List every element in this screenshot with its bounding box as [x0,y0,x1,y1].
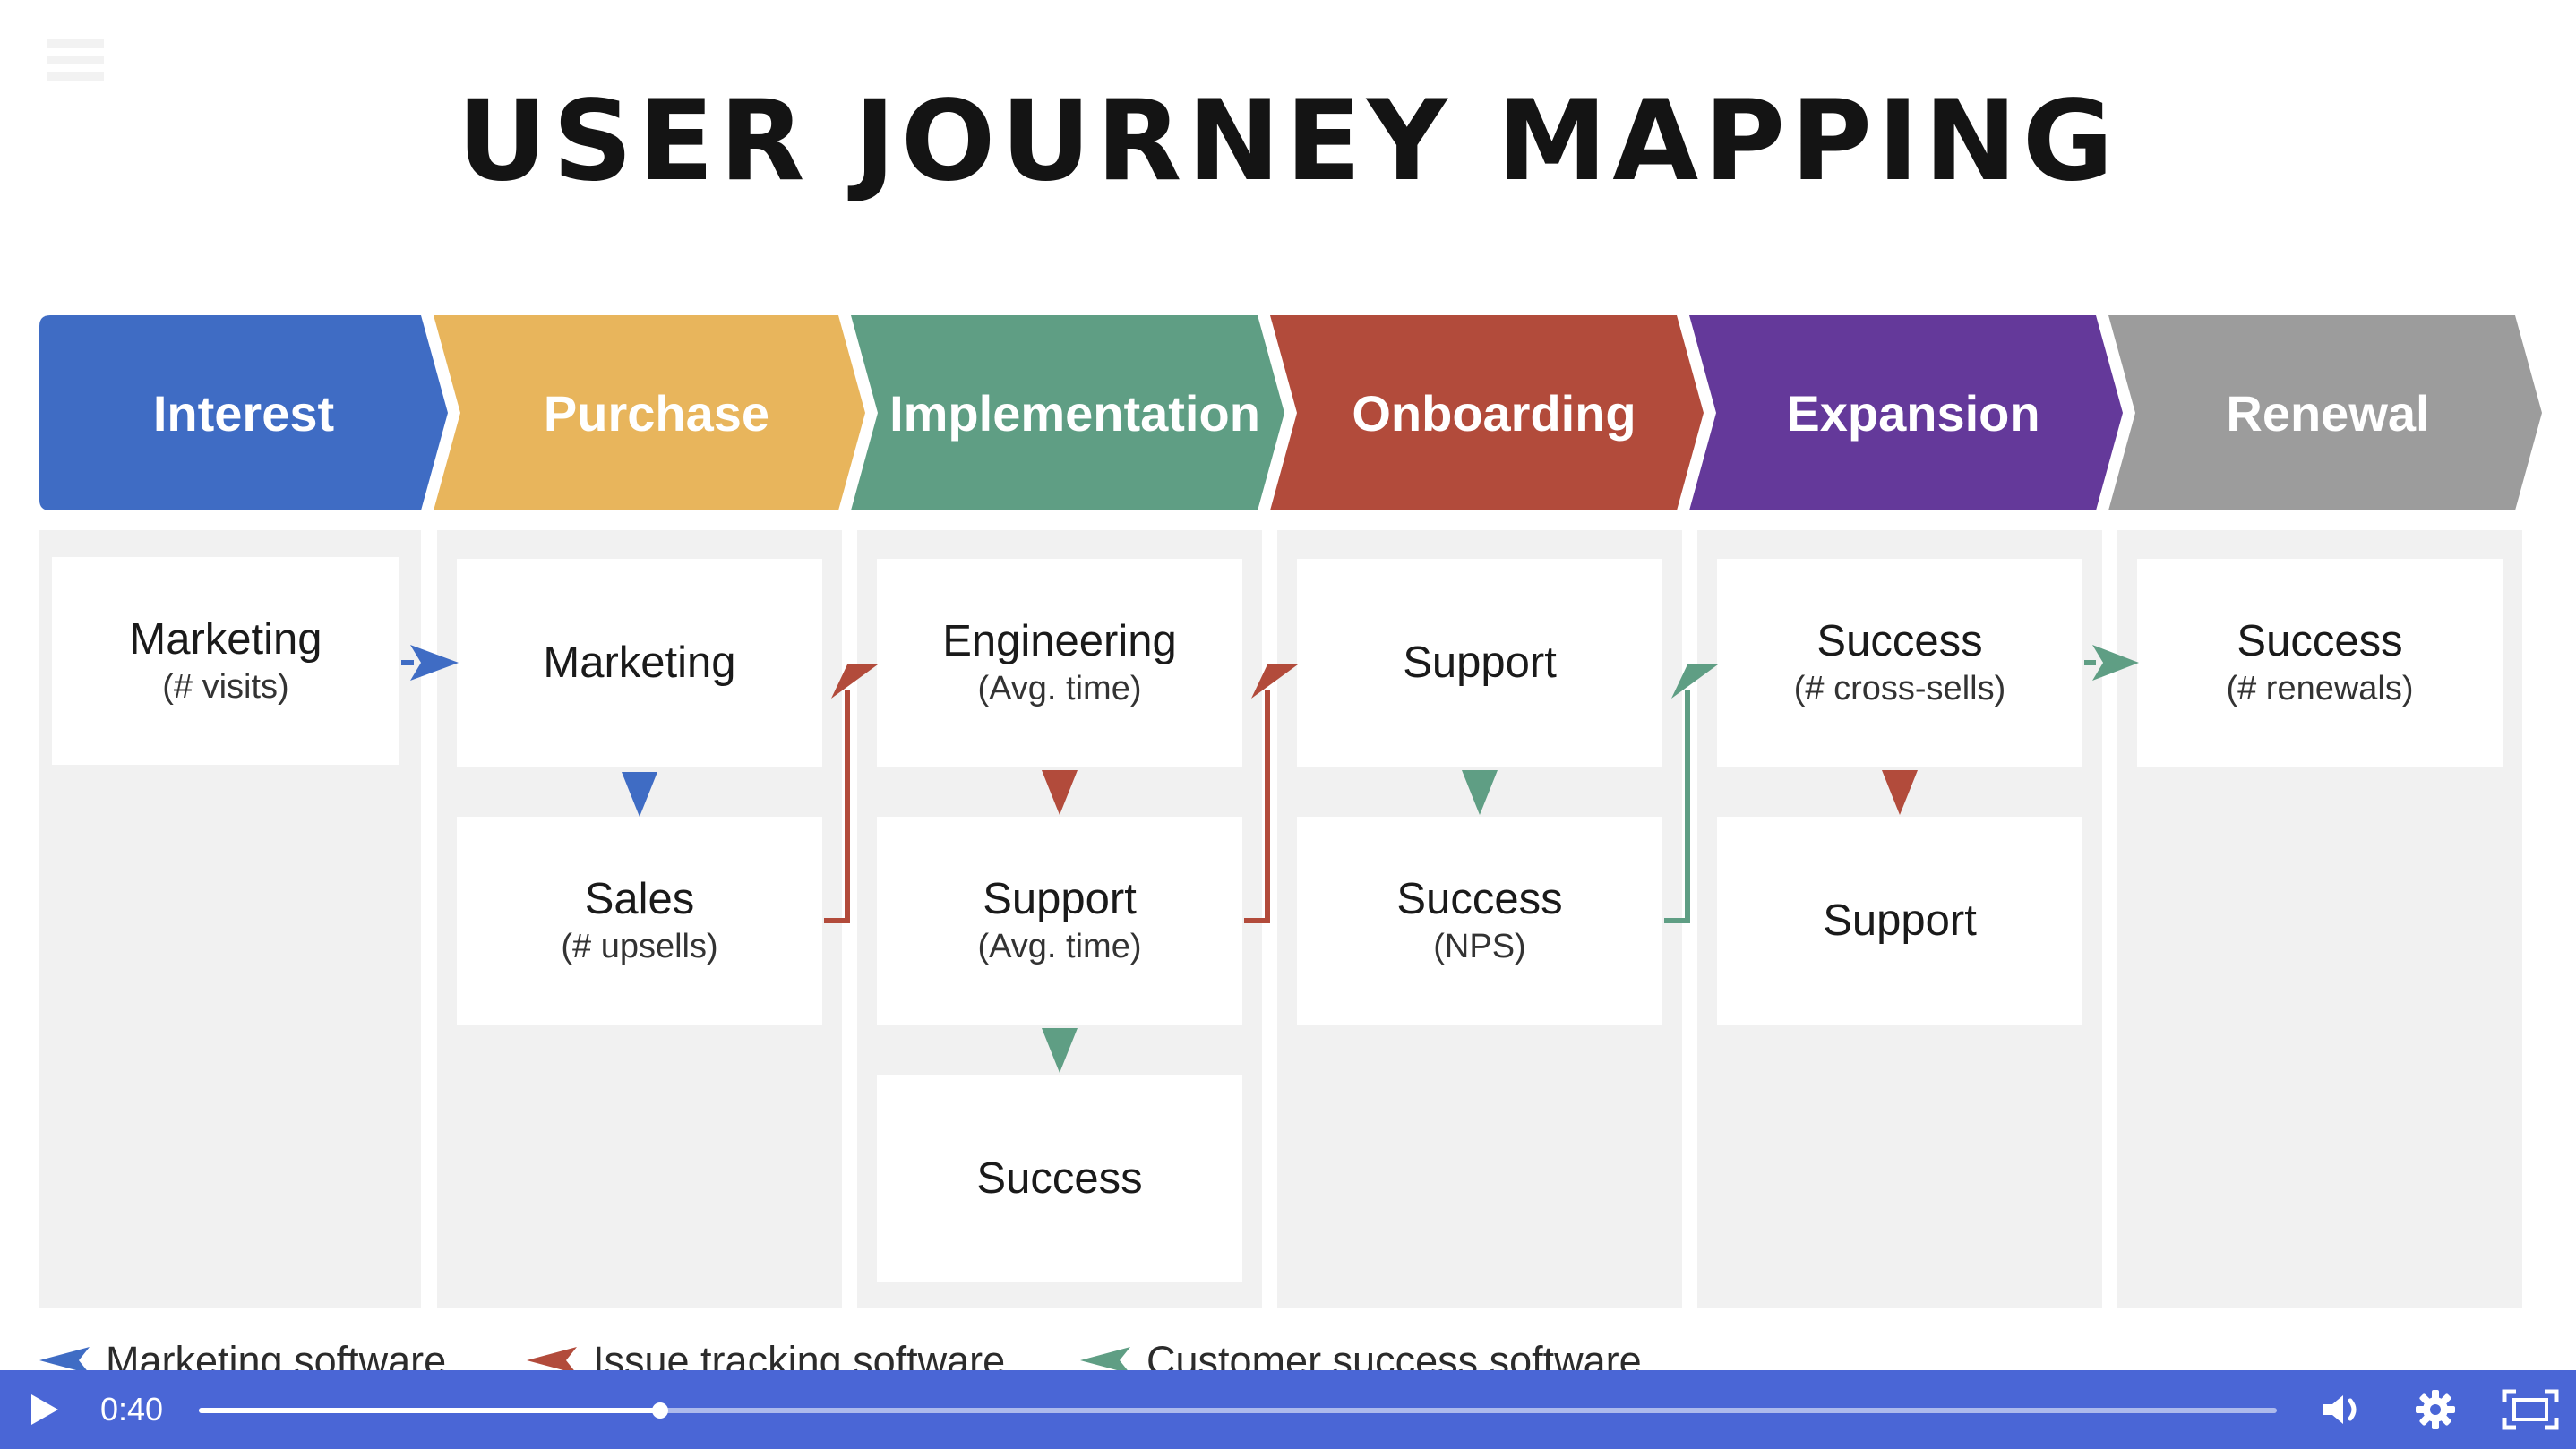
stage-shape-expansion [1689,315,2123,510]
stage-label: Expansion [1786,384,2040,442]
card-metric: (# visits) [162,668,289,706]
card-title: Sales [584,875,695,923]
arrow-head-red-down-1 [1042,770,1078,815]
play-button[interactable] [18,1370,72,1449]
card-title: Support [983,875,1137,923]
fullscreen-icon [2502,1389,2559,1430]
stage-implementation: Implementation [865,313,1284,512]
fullscreen-button[interactable] [2499,1370,2562,1449]
stage-shape-onboarding [1270,315,1704,510]
legend-label: Issue tracking software [593,1338,1006,1370]
watermark-logo [47,32,104,100]
legend-item-customer-success: Customer success software [1080,1334,1642,1370]
card-onboarding-support: Support [1297,559,1662,767]
card-title: Engineering [942,617,1177,665]
volume-icon [2323,1395,2357,1424]
settings-icon [2416,1390,2455,1429]
card-metric: (NPS) [1433,928,1526,965]
legend-item-marketing: Marketing software [39,1334,446,1370]
card-implementation-support: Support (Avg. time) [877,817,1242,1025]
arrow-head-red-down-2 [1882,770,1918,815]
card-implementation-engineering: Engineering (Avg. time) [877,559,1242,767]
stage-header-shapes [39,315,2542,510]
progress-handle[interactable] [652,1402,669,1419]
legend-arrow-icon [1080,1347,1130,1370]
card-onboarding-success: Success (NPS) [1297,817,1662,1025]
legend-item-issue-tracking: Issue tracking software [527,1334,1005,1370]
legend-label: Marketing software [106,1338,447,1370]
card-title: Support [1823,896,1977,945]
card-metric: (# upsells) [561,928,718,965]
stage-label: Implementation [889,384,1260,442]
card-metric: (Avg. time) [977,928,1142,965]
settings-button[interactable] [2408,1370,2463,1449]
connector-line-support-onboarding [1244,690,1270,923]
card-title: Support [1403,639,1557,687]
play-icon [31,1394,58,1425]
card-expansion-support: Support [1717,817,2082,1025]
card-title: Marketing [543,639,736,687]
legend-label: Customer success software [1146,1338,1642,1370]
card-title: Success [976,1154,1143,1203]
connector-line-success-expansion [1664,690,1690,923]
stage-interest: Interest [39,313,448,512]
stage-label: Renewal [2226,384,2430,442]
stage-shape-purchase [434,315,865,510]
card-purchase-sales: Sales (# upsells) [457,817,822,1025]
stage-label: Purchase [543,384,770,442]
stage-purchase: Purchase [448,313,865,512]
card-metric: (# renewals) [2226,670,2414,707]
legend: Marketing software Issue tracking softwa… [0,1334,2576,1370]
stage-renewal: Renewal [2123,313,2533,512]
arrow-head-red-up-1 [831,664,878,699]
arrow-head-blue-down [622,772,657,817]
stage-label: Onboarding [1352,384,1636,442]
card-expansion-success: Success (# cross-sells) [1717,559,2082,767]
connector-line-sales-engineering [824,690,850,923]
arrow-head-red-up-2 [1251,664,1298,699]
card-interest-marketing: Marketing (# visits) [52,557,399,765]
card-title: Success [2237,617,2403,665]
legend-arrow-icon [527,1347,577,1370]
arrow-head-green-down-2 [1462,770,1498,815]
progress-bar[interactable] [199,1402,2277,1419]
arrow-head-blue-right [410,645,459,681]
video-frame: USER JOURNEY MAPPING Interest Purchase I… [0,32,2576,1370]
arrow-head-green-right [2092,645,2139,681]
volume-button[interactable] [2316,1370,2370,1449]
current-time: 0:40 [100,1391,164,1428]
card-renewal-success: Success (# renewals) [2137,559,2503,767]
card-implementation-success: Success [877,1075,1242,1282]
card-title: Success [1396,875,1563,923]
stage-expansion: Expansion [1704,313,2123,512]
stage-shape-implementation [851,315,1284,510]
stage-shape-interest [39,315,448,510]
progress-fill [199,1408,661,1413]
video-control-bar: 0:40 [0,1370,2576,1449]
card-title: Marketing [129,615,322,664]
stage-onboarding: Onboarding [1284,313,1704,512]
slide-title: USER JOURNEY MAPPING [457,77,2119,206]
flow-connectors [401,645,2139,1073]
card-title: Success [1816,617,1983,665]
card-metric: (Avg. time) [977,670,1142,707]
stage-label: Interest [152,384,335,442]
arrow-head-green-up [1671,664,1718,699]
arrow-head-green-down-1 [1042,1028,1078,1073]
legend-arrow-icon [39,1347,90,1370]
stage-shape-renewal [2108,315,2542,510]
card-metric: (# cross-sells) [1793,670,2006,707]
card-purchase-marketing: Marketing [457,559,822,767]
